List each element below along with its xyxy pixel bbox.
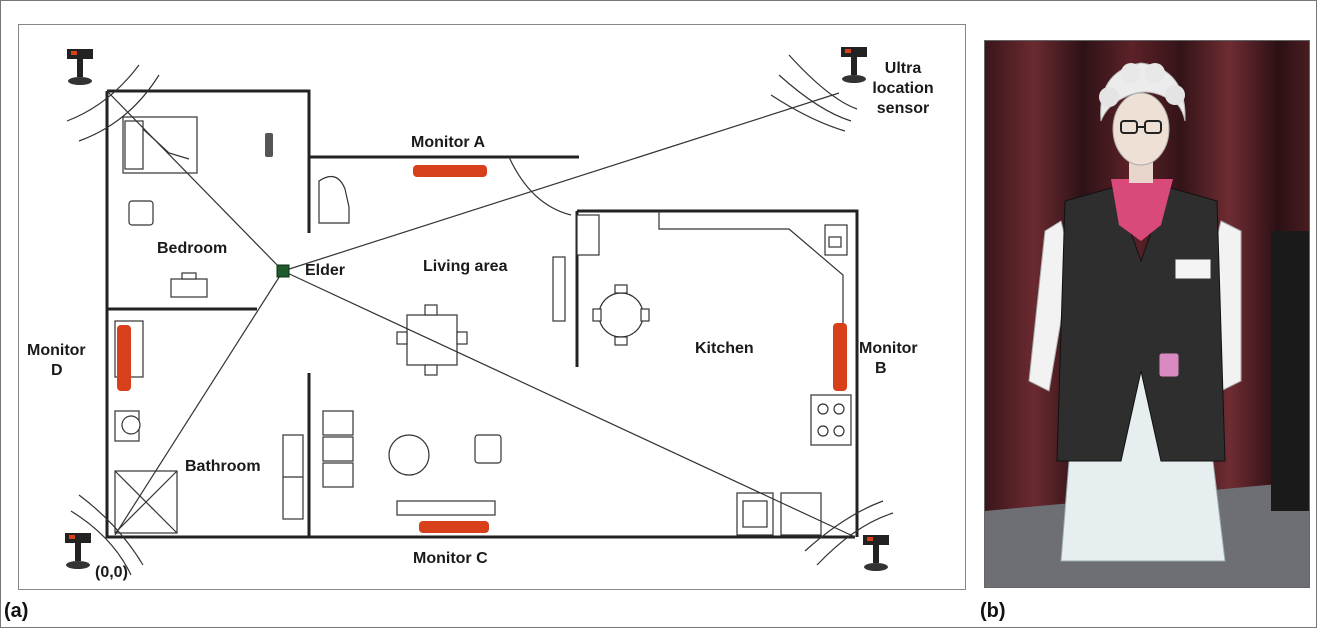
face bbox=[1112, 92, 1170, 166]
furniture bbox=[114, 116, 852, 536]
sensor-lines bbox=[66, 54, 894, 576]
monitor-b-label-line2: B bbox=[875, 360, 887, 377]
floor-plan-svg: Monitor A Monitor B Monitor C Monitor D … bbox=[27, 47, 934, 581]
vest bbox=[1056, 186, 1226, 462]
monitor-b-device bbox=[833, 323, 847, 391]
sensor-label-line1: Ultra bbox=[885, 60, 922, 77]
elder-marker bbox=[276, 264, 290, 278]
monitor-a-label: Monitor A bbox=[411, 134, 486, 151]
cabinet bbox=[1271, 231, 1309, 511]
panel-a-letter: (a) bbox=[4, 600, 29, 622]
bedroom-label: Bedroom bbox=[157, 240, 227, 257]
sensor-icon bbox=[841, 47, 867, 83]
living-area-label: Living area bbox=[423, 258, 508, 275]
mannequin-photo-panel bbox=[984, 40, 1310, 588]
monitor-c-label: Monitor C bbox=[413, 550, 488, 567]
monitor-d-device bbox=[117, 325, 131, 391]
name-badge bbox=[1174, 258, 1212, 280]
monitors bbox=[117, 165, 847, 533]
panel-b-letter: (b) bbox=[980, 600, 1006, 622]
sensor-icon bbox=[65, 533, 91, 569]
monitor-a-device bbox=[413, 165, 487, 177]
sensor-icon bbox=[67, 49, 93, 85]
monitor-c-device bbox=[419, 521, 489, 533]
elder-label: Elder bbox=[305, 262, 345, 279]
sensor-label-line2: location bbox=[872, 80, 933, 97]
kitchen-label: Kitchen bbox=[695, 340, 754, 357]
monitor-b-label-line1: Monitor bbox=[859, 340, 918, 357]
origin-label: (0,0) bbox=[95, 564, 128, 581]
monitor-d-label-line2: D bbox=[51, 362, 63, 379]
bathroom-label: Bathroom bbox=[185, 458, 261, 475]
sensor-label-line3: sensor bbox=[877, 100, 929, 117]
monitor-d-label-line1: Monitor bbox=[27, 342, 86, 359]
mannequin-photo bbox=[985, 41, 1309, 587]
sensor-icon bbox=[863, 535, 889, 571]
pink-device bbox=[1158, 352, 1180, 378]
floor-plan-panel: Monitor A Monitor B Monitor C Monitor D … bbox=[18, 24, 966, 590]
scarf bbox=[1111, 179, 1173, 241]
